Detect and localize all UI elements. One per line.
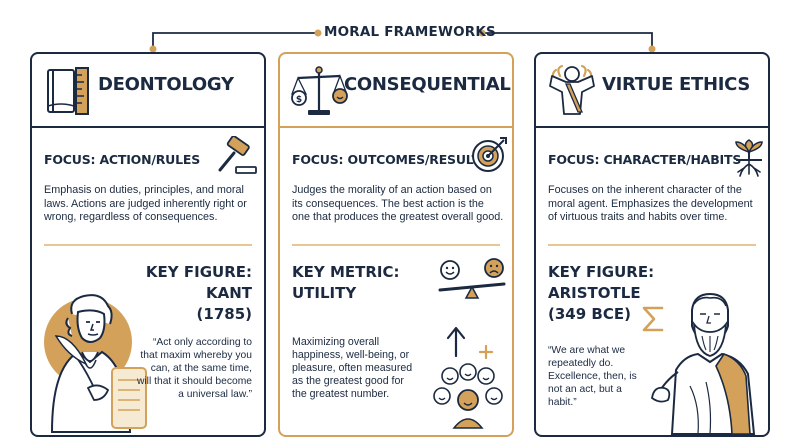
figure-label: KEY FIGURE: [145, 263, 252, 281]
title-connector [149, 29, 656, 53]
card-description: Focuses on the inherent character of the… [548, 184, 753, 223]
divider [292, 244, 500, 246]
book-ruler-icon [47, 67, 89, 115]
diagram-title: MORAL FRAMEWORKS [324, 24, 496, 40]
divider [44, 244, 252, 246]
card-description: Judges the morality of an action based o… [292, 184, 504, 223]
card-header: VIRTUE ETHICS [536, 54, 768, 128]
card-deontology: DEONTOLOGY FOCUS: ACTION/RULES Emphasis … [30, 52, 266, 437]
sigma-icon [642, 306, 664, 332]
figure-date: (349 BCE) [548, 305, 631, 323]
quote-text: “We are what we repeatedly do. Excellenc… [548, 345, 637, 408]
gavel-icon [218, 136, 257, 174]
figure-name: KANT [205, 284, 252, 302]
figure-date: (1785) [196, 305, 252, 323]
card-consequentialism: $ CONSEQUENTIALISM FOCUS: OUTCOMES/RESUL… [278, 52, 514, 437]
aristotle-portrait-icon [651, 292, 756, 435]
card-virtue-ethics: VIRTUE ETHICS FOCUS: CHARACTER/HABITS Fo… [534, 52, 770, 437]
focus-label: FOCUS: OUTCOMES/RESULTS [292, 152, 489, 167]
focus-label: FOCUS: CHARACTER/HABITS [548, 152, 742, 167]
card-title: DEONTOLOGY [98, 74, 234, 95]
figure-name: UTILITY [292, 284, 357, 302]
quote-text: “Act only according to that maxim whereb… [136, 337, 252, 400]
focus-label: FOCUS: ACTION/RULES [44, 152, 201, 167]
figure-label: KEY METRIC: [292, 263, 400, 281]
figure-label: KEY FIGURE: [548, 263, 655, 281]
card-title: CONSEQUENTIALISM [344, 74, 512, 95]
quote-text: Maximizing overall happiness, well-being… [292, 336, 413, 400]
divider [548, 244, 756, 246]
figure-block: KEY FIGURE: KANT (1785) [102, 262, 252, 325]
figure-block: KEY METRIC: UTILITY [292, 262, 422, 304]
seesaw-faces-icon [438, 258, 506, 299]
balance-scale-icon: $ [291, 66, 348, 115]
card-header: $ CONSEQUENTIALISM [280, 54, 512, 128]
plant-roots-icon [735, 139, 763, 177]
card-description: Emphasis on duties, principles, and mora… [44, 184, 247, 223]
card-title: VIRTUE ETHICS [602, 74, 751, 95]
figure-name: ARISTOTLE [548, 284, 641, 302]
target-icon [472, 137, 507, 172]
card-header: DEONTOLOGY [32, 54, 264, 128]
athlete-laurel-icon [549, 64, 595, 115]
figure-block: KEY FIGURE: ARISTOTLE (349 BCE) [548, 262, 678, 325]
crowd-faces-icon [433, 326, 503, 429]
kant-portrait-icon [44, 294, 147, 433]
svg-text:$: $ [296, 95, 302, 105]
